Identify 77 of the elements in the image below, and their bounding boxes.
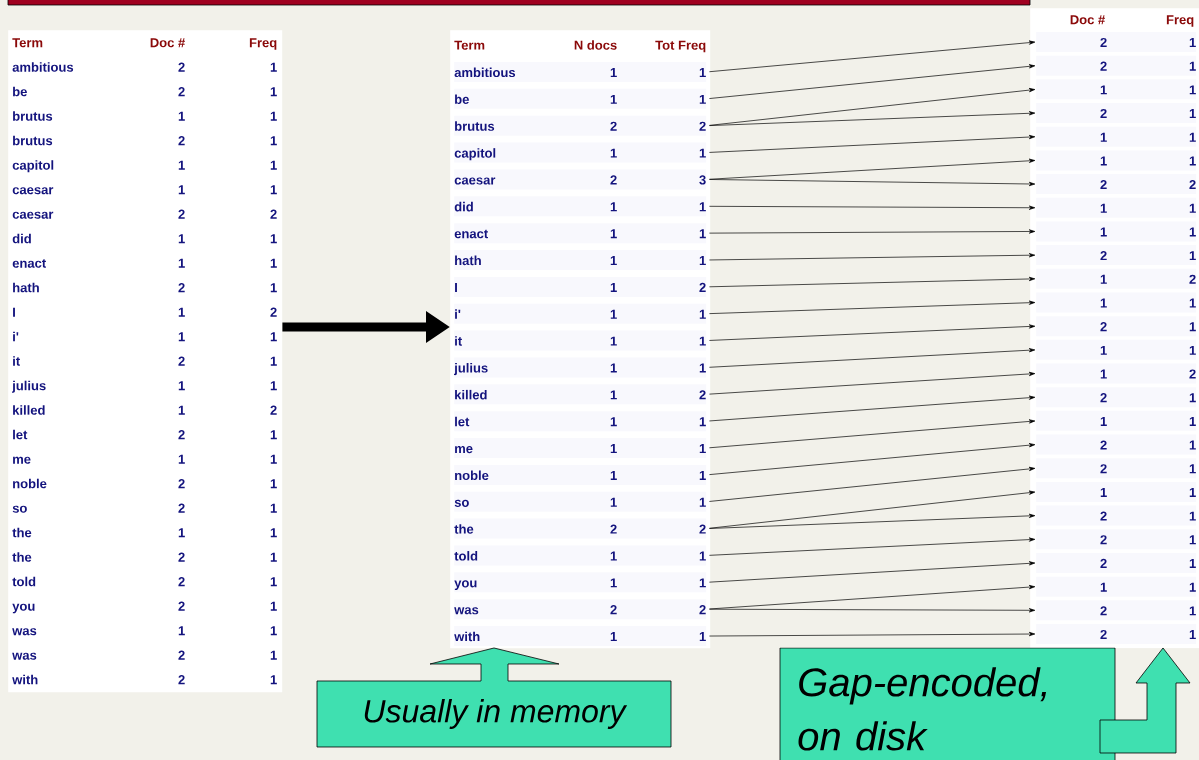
table-row: you 1 1: [454, 572, 707, 593]
arrow: [709, 608, 1036, 613]
table-row: 1 2: [1036, 363, 1197, 384]
table-row: 2 1: [1036, 552, 1197, 573]
table-row: hath 1 1: [454, 250, 707, 270]
table-row: 1 1: [1036, 292, 1197, 313]
arrow: [709, 111, 1036, 126]
table-row: the 2 2: [454, 518, 707, 539]
table-row: 1 1: [1036, 481, 1197, 502]
arrow: [709, 348, 1036, 368]
arrow: [709, 585, 1036, 610]
arrow: [709, 371, 1036, 395]
table-row: 1 1: [1036, 197, 1197, 218]
table: Term Doc # Freq ambitious 2 1 be 2 1 brutus 1 1 brutus 2 1 capitol 1 1 caesar 1 1 caesar 2 2 did 1 1 enact 1 1 hath 2 1 I 1 2 i' 1 1 it 2 1 julius 1 1 killed 1 2 let 2 1 me 1 1 noble 2 1 so 2 1 the 1 1 the 2 1 told 2 1 you 2 1 was 1 1 was 2 1 with 2 1: [8, 30, 283, 693]
arrow: [709, 134, 1036, 153]
arrow: [709, 561, 1036, 583]
table-row: 1 1: [1036, 410, 1197, 431]
table-row: 2 1: [1036, 316, 1197, 337]
arrow: [709, 229, 1036, 234]
table-row: 2 1: [1036, 529, 1197, 550]
table-row: 1 1: [1036, 221, 1197, 242]
table-row: with 1 1: [454, 626, 707, 647]
arrow: [709, 300, 1036, 314]
table-row: 2 1: [1036, 103, 1197, 124]
table-row: 2 1: [1036, 600, 1197, 621]
arrow: [709, 419, 1036, 449]
table-row: capitol 1 1: [454, 142, 707, 163]
table-row: caesar 2 3: [454, 169, 707, 190]
table-row: enact 1 1: [454, 223, 707, 244]
arrow: [709, 276, 1036, 288]
callout-arrow-box: Usually in memory: [316, 647, 672, 748]
table-row: 2 1: [1036, 458, 1197, 479]
arrow: [709, 324, 1036, 341]
arrow: [709, 395, 1036, 422]
callout-arrow-box: Gap-encoded, on disk: [779, 647, 1191, 760]
table-row: brutus 2 2: [454, 115, 707, 136]
table-row: ambitious 1 1: [454, 62, 707, 82]
arrow: [709, 537, 1036, 556]
table-row: 2 1: [1036, 434, 1197, 455]
arrow: [709, 205, 1036, 210]
arrow: [709, 40, 1036, 73]
table-row: 2 1: [1036, 32, 1197, 52]
table-row: i' 1 1: [454, 303, 707, 324]
table-row: 2 1: [1036, 245, 1197, 266]
arrow: [709, 443, 1036, 475]
table-row: me 1 1: [454, 438, 707, 459]
table-row: 1 2: [1036, 268, 1197, 289]
table-row: so 1 1: [454, 491, 707, 512]
table-row: julius 1 1: [454, 357, 707, 378]
table-row: be 1 1: [454, 88, 707, 109]
arrow: [709, 466, 1036, 502]
table-row: let 1 1: [454, 411, 707, 432]
table-row: 2 1: [1036, 55, 1197, 76]
arrow: [709, 490, 1036, 529]
table-row: I 1 2: [454, 276, 707, 297]
arrow: [709, 88, 1036, 126]
table-row: 1 1: [1036, 339, 1197, 360]
table-row: 2 1: [1036, 624, 1197, 644]
arrow: [709, 179, 1036, 187]
arrow: [709, 158, 1036, 180]
arrow: [709, 64, 1036, 99]
table-row: 1 1: [1036, 126, 1197, 147]
table-row: 1 1: [1036, 576, 1197, 597]
table-row: 2 2: [1036, 174, 1197, 195]
table-row: 1 1: [1036, 79, 1197, 100]
arrow: [709, 253, 1036, 261]
table-row: 2 1: [1036, 505, 1197, 526]
table-row: was 2 2: [454, 599, 707, 620]
table-row: told 1 1: [454, 545, 707, 566]
arrow: [709, 631, 1036, 637]
table-row: 2 1: [1036, 387, 1197, 408]
table-row: killed 1 2: [454, 384, 707, 405]
table-row: did 1 1: [454, 196, 707, 217]
arrow: [709, 513, 1036, 529]
table-row: it 1 1: [454, 330, 707, 351]
table-row: 1 1: [1036, 150, 1197, 171]
table-row: noble 1 1: [454, 464, 707, 485]
